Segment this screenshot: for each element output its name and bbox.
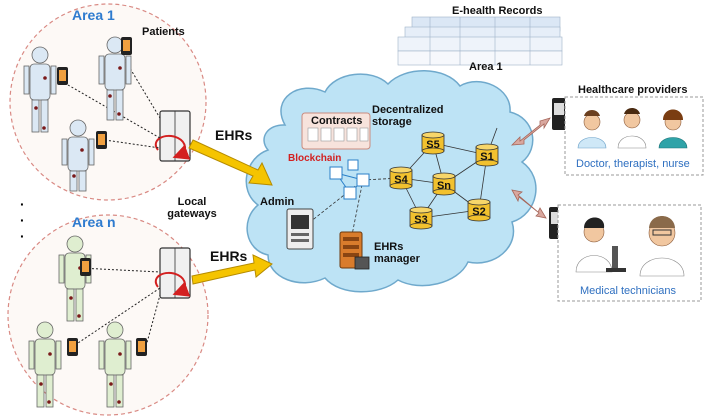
storage-label-s3: S3 — [414, 214, 427, 226]
area-1-title: Area 1 — [72, 7, 115, 23]
patient-figure — [28, 321, 62, 408]
storage-node-sn: Sn — [432, 172, 456, 196]
technician-icon — [639, 216, 685, 277]
doctor-icon — [577, 110, 607, 149]
local-gateways-label: Local gateways — [167, 196, 217, 221]
area-n-title: Area n — [72, 214, 116, 230]
contracts-panel — [301, 112, 371, 150]
ehrs-label-bottom: EHRs — [210, 248, 248, 264]
decentralized-storage-label: Decentralized storage — [372, 104, 444, 129]
ehrs-arrow-area-n — [191, 254, 273, 285]
patient-figure — [98, 36, 132, 121]
patient-figure — [98, 321, 132, 408]
provider-link-arrow — [510, 117, 551, 219]
technicians-caption: Medical technicians — [580, 285, 676, 297]
gateway-area-1-icon — [154, 110, 191, 162]
providers-caption: Doctor, therapist, nurse — [576, 158, 690, 170]
smartphone-icon — [57, 37, 132, 149]
storage-label-s2: S2 — [472, 206, 485, 218]
lab-technician-icon — [575, 217, 626, 273]
storage-node-s4: S4 — [389, 166, 413, 190]
ehealth-records-title: E-health Records — [452, 5, 543, 17]
therapist-icon — [617, 108, 647, 149]
storage-label-s1: S1 — [480, 151, 493, 163]
ehrs-label-top: EHRs — [215, 127, 253, 143]
patient-figure — [23, 46, 57, 133]
storage-label-s4: S4 — [394, 174, 408, 186]
contracts-label: Contracts — [311, 115, 363, 127]
ehrs-manager-server-icon — [339, 231, 370, 270]
blockchain-label: Blockchain — [288, 153, 342, 164]
ehealth-records-area: Area 1 — [469, 61, 503, 73]
smartphone-icon — [67, 258, 147, 356]
ehealth-records-table — [397, 16, 563, 66]
ellipsis-dot: · — [20, 228, 25, 244]
storage-node-s1: S1 — [475, 143, 499, 167]
storage-label-sn: Sn — [437, 180, 451, 192]
healthcare-providers-title: Healthcare providers — [578, 84, 688, 96]
medical-technicians-box — [557, 204, 702, 302]
storage-label-s5: S5 — [426, 139, 439, 151]
storage-node-s2: S2 — [467, 198, 491, 222]
admin-label: Admin — [260, 196, 295, 208]
admin-server-icon — [286, 208, 314, 250]
ehrs-manager-label: EHRs manager — [374, 241, 420, 266]
patient-figure — [61, 119, 95, 192]
blockchain-icon — [329, 159, 370, 200]
nurse-icon — [658, 109, 688, 149]
gateway-area-n-icon — [154, 247, 191, 299]
ellipsis-dot: · — [20, 212, 25, 228]
patients-label: Patients — [142, 26, 185, 38]
storage-node-s5: S5 — [421, 131, 445, 155]
ehrs-arrow-area-1 — [188, 139, 273, 186]
ellipsis-dot: · — [20, 196, 25, 212]
storage-node-s3: S3 — [409, 206, 433, 230]
